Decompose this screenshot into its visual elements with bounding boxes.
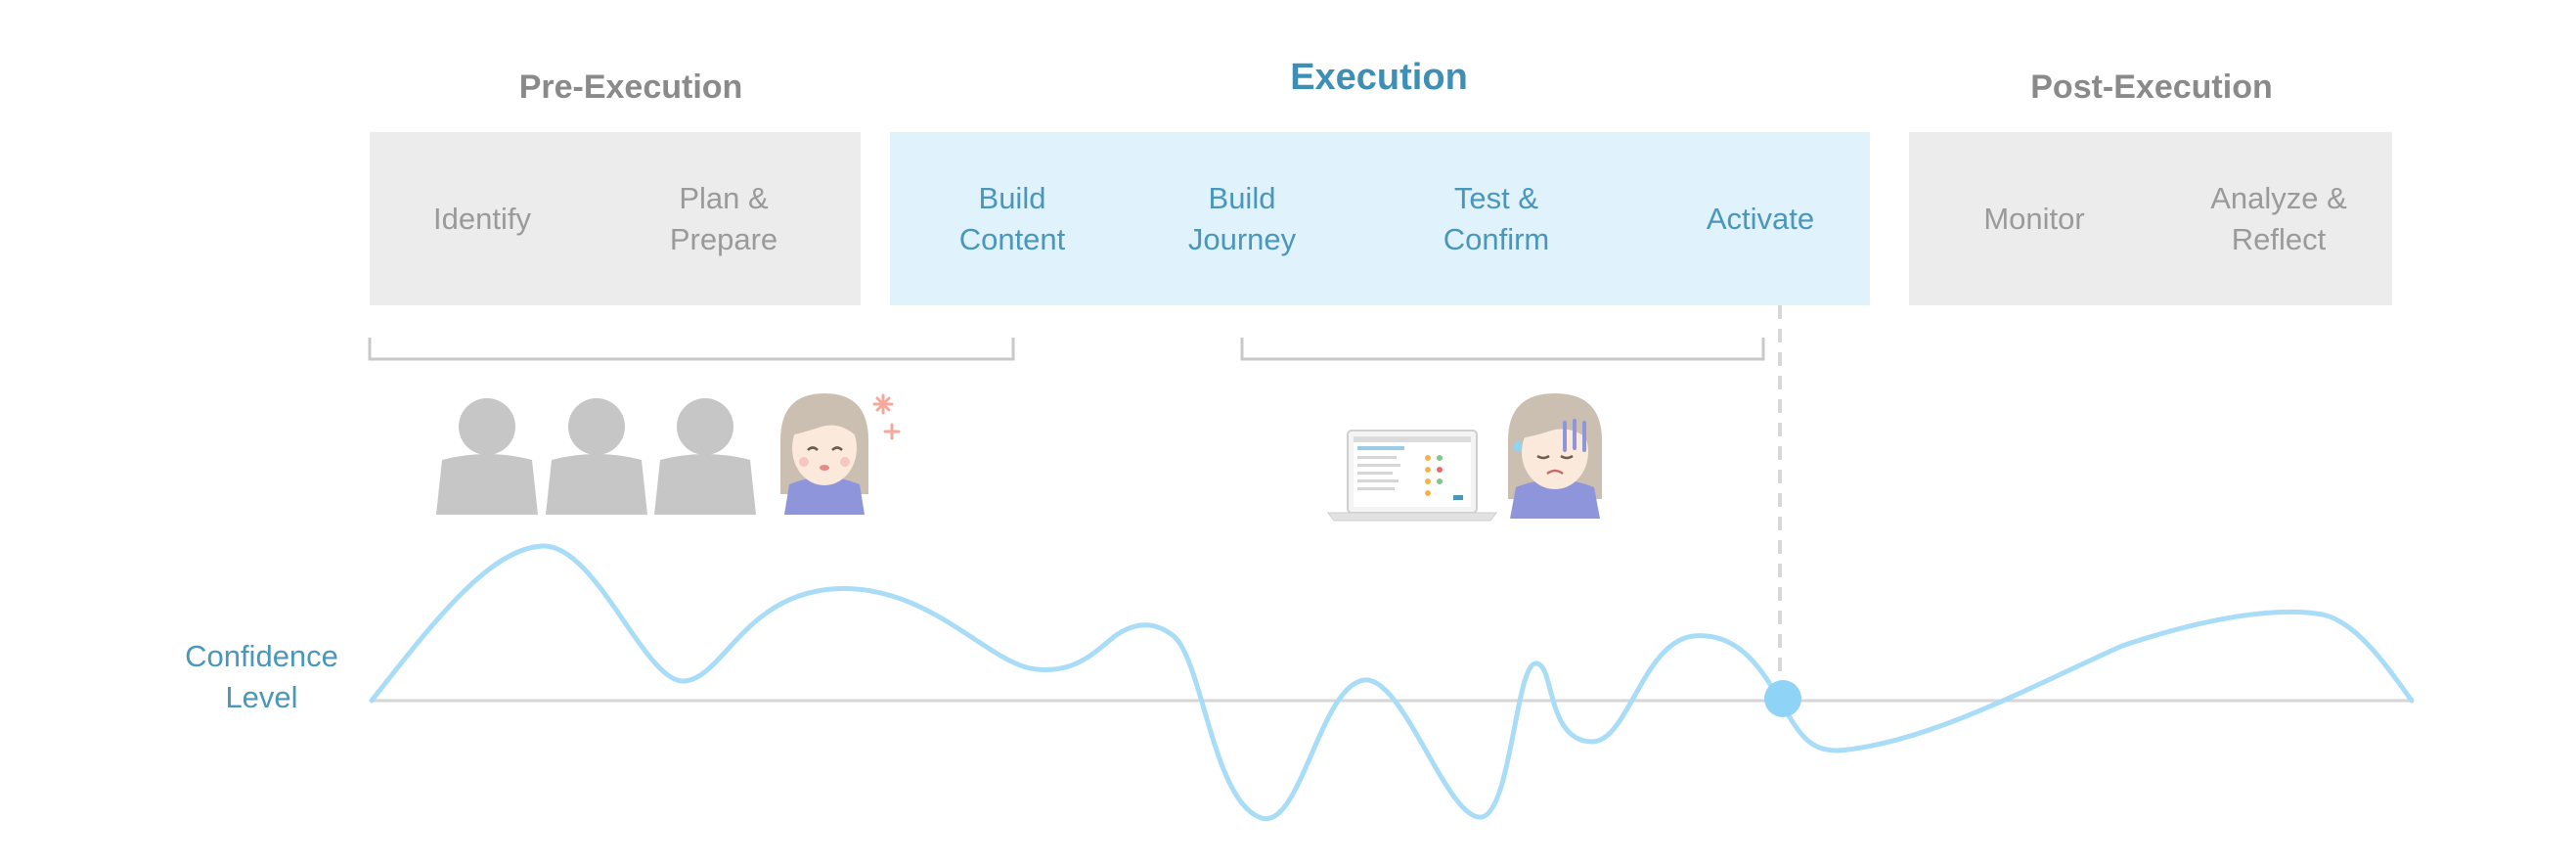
pre-execution-bracket [368, 338, 1015, 361]
step-identify: Identify [433, 201, 531, 236]
laptop-icon [1327, 430, 1497, 522]
execution-panel [890, 132, 1870, 305]
worried-woman-icon [1508, 393, 1602, 519]
execution-bracket [1240, 338, 1765, 361]
step-plan-prepare: Plan & Prepare [669, 180, 778, 256]
phase-title-post-execution: Post-Execution [2030, 68, 2273, 106]
phase-title-pre-execution: Pre-Execution [518, 68, 743, 106]
post-execution-panel [1909, 132, 2392, 305]
step-build-journey: Build Journey [1187, 180, 1297, 256]
confidence-level-label: Confidence Level [185, 639, 338, 714]
person-silhouette-icon [546, 398, 647, 515]
pre-execution-panel [370, 132, 861, 305]
step-test-confirm: Test & Confirm [1443, 180, 1550, 256]
person-silhouette-icon [654, 398, 756, 515]
happy-woman-icon [780, 393, 901, 515]
phase-title-execution: Execution [1290, 57, 1468, 98]
step-activate: Activate [1706, 201, 1815, 236]
step-monitor: Monitor [1983, 201, 2085, 236]
person-silhouette-icon [436, 398, 538, 515]
confidence-curve [369, 543, 2415, 821]
step-build-content: Build Content [958, 180, 1066, 256]
current-position-marker-icon [1764, 680, 1801, 717]
step-analyze-reflect: Analyze & Reflect [2210, 180, 2347, 256]
